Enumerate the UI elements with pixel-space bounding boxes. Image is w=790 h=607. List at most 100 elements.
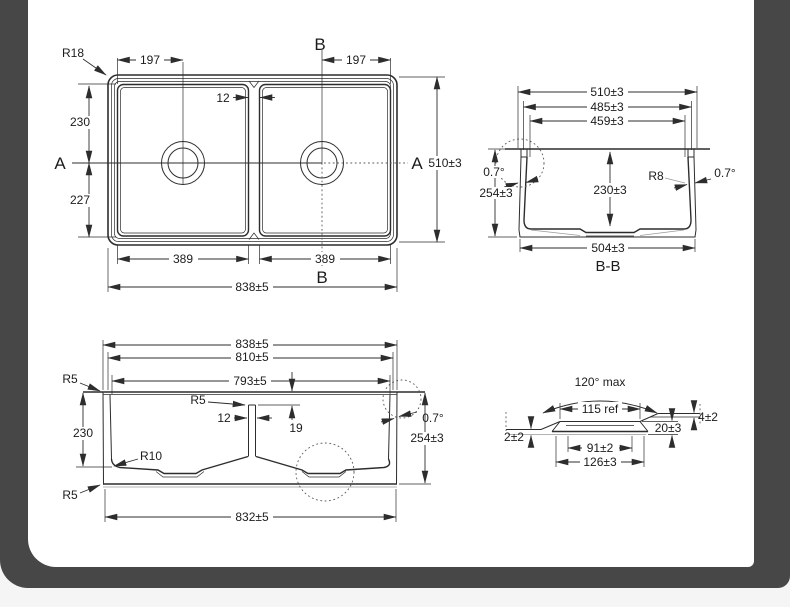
angle-arrow-inner [380,418,395,425]
dim-230-text: 230 [70,115,90,129]
r8-leader [664,177,686,184]
dim-text-bg [311,252,340,265]
dim-text-bg [231,337,273,349]
dim-text-bg [229,374,271,387]
divider-notch-bottom [248,232,260,240]
dim-227-text: 227 [70,193,90,207]
angle-arrow-left-outer [503,182,519,190]
section-b-top-label: B [314,35,325,54]
funnel-slope-left [540,421,561,430]
dim-text-bg [588,183,632,197]
dim-text-bg [427,156,464,170]
dim-504-text: 504±3 [591,241,625,255]
divider-notch-top [248,80,260,89]
dim-text-bg [66,116,93,129]
dim-115-text: 115 ref [582,402,619,416]
angle-arrow-right-inner [673,184,688,191]
angle-right-text: 0.7° [714,166,736,180]
section-b-bottom-label: B [316,268,327,287]
r10-leader [113,458,139,467]
dim-230-text: 230±3 [593,183,627,197]
angle-right-text: 0.7° [422,411,444,425]
right-bowl-bottom [255,455,391,475]
dim-510-text: 510±3 [428,156,462,170]
left-wall-outer [102,391,104,485]
angle-arrow-left-inner [525,175,539,183]
dim-19-text: 19 [289,421,303,435]
dim-197-left-text: 197 [140,53,160,67]
sink-rim-line-3 [114,81,391,239]
section-bb-view: 510±3 485±3 459±3 [476,85,736,275]
dim-text-bg [169,252,198,265]
dim-12-text: 12 [217,411,231,425]
left-bowl-bottom [110,455,249,475]
angle-left-text: 0.7° [483,165,505,179]
dim-254-text: 254±3 [479,186,513,200]
r10-label: R10 [140,449,162,463]
right-wall-outer [396,391,398,485]
r18-leader [82,58,107,76]
dim-text-bg [476,187,516,199]
dim-text-bg [481,166,508,178]
right-bowl-inner [262,87,388,234]
photo-background: R18 197 B 197 12 [0,0,790,588]
dim-text-bg [136,53,164,66]
sink-rim-line-2 [111,78,394,242]
left-pad-underside [155,471,205,478]
right-wall-inner [388,394,391,460]
r5-divider-label: R5 [190,393,206,407]
dim-230-text: 230 [73,426,93,440]
detail-circle-rim [382,379,422,419]
angle-arrow-right-outer [694,176,712,184]
pad-side-right [639,421,649,432]
dim-text-bg [66,194,93,207]
section-title: B-B [595,258,620,275]
dim-838-text: 838±5 [235,337,269,351]
dim-485-text: 485±3 [590,100,624,114]
top-view: R18 197 B 197 12 [54,35,464,294]
right-bowl [258,83,392,237]
right-flange-notch [687,149,695,158]
dim-text-bg [342,53,370,66]
dim-20-text: 20±3 [655,421,682,435]
sink-outer-rim [107,74,398,246]
dim-text-bg [69,427,97,440]
funnel-slope-right [639,413,659,422]
dim-389-right-text: 389 [315,252,335,266]
dim-text-bg [231,350,273,362]
dim-text-bg [578,402,622,415]
bottom-slope-right [639,229,685,236]
section-a-left-label: A [54,154,66,173]
technical-drawing: R18 197 B 197 12 [54,35,736,524]
bottom-slope-left [530,229,581,236]
left-wall-inner [109,394,112,460]
dim-text-bg [587,241,628,254]
dim-12-text: 12 [216,91,230,105]
dim-text-bg [587,114,628,127]
dim-459-text: 459±3 [590,114,624,128]
r5-top-leader [79,382,101,392]
dim-197-right-text: 197 [346,53,366,67]
dim-text-bg [580,455,621,467]
page-bottom-strip [0,588,790,607]
dim-text-bg [231,510,273,523]
drawing-sheet: R18 197 B 197 12 [28,0,754,567]
section-a-right-label: A [411,154,423,173]
dim-4-text: 4±2 [698,410,718,424]
r5-bottom-label: R5 [62,488,78,502]
dim-510-text: 510±3 [590,85,624,99]
angle-arrow-outer [398,410,418,417]
angle-120-text: 120° max [575,375,626,389]
dim-91-text: 91±2 [587,441,614,455]
dim-389-left-text: 389 [173,252,193,266]
dim-text-bg [582,441,619,453]
right-pad-underside [301,471,347,478]
dim-793-text: 793±5 [233,374,267,388]
r5-top-label: R5 [62,372,78,386]
dim-254-text: 254±3 [410,431,444,445]
r18-label: R18 [62,46,84,60]
detail-view: 120° max 115 ref 4±2 [504,375,718,469]
dim-text-bg [651,423,686,434]
dim-text-bg [405,432,447,445]
